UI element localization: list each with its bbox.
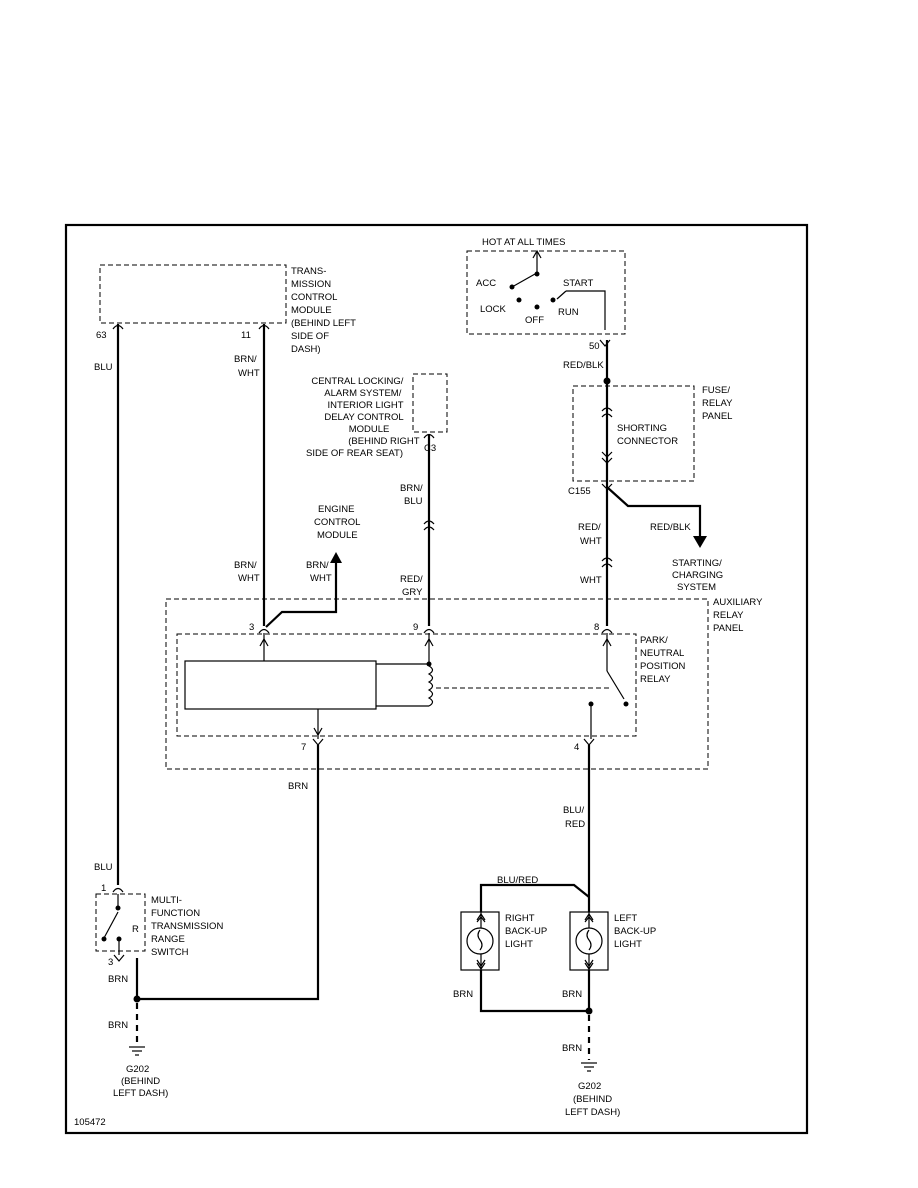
wire-label-brn-wht-3: BRN/ WHT: [306, 560, 332, 584]
mfs-pin-3: 3: [108, 957, 113, 968]
tcm-pin-11: 11: [241, 330, 251, 341]
auxiliary-relay-panel: AUXILIARY RELAY PANEL 3 9 8 7 4 PARK/ NE…: [165, 597, 765, 770]
central-locking-label: CENTRAL LOCKING/ ALARM SYSTEM/ INTERIOR …: [306, 376, 422, 459]
multi-function-switch: 1 R 3 MULTI- FUNCTION TRANSMISSION RANGE…: [95, 883, 226, 968]
central-locking-module: CENTRAL LOCKING/ ALARM SYSTEM/ INTERIOR …: [306, 373, 448, 459]
wire-label-brn-blu: BRN/ BLU: [400, 483, 425, 507]
ignition-off-label: OFF: [525, 315, 544, 326]
mfs-position-r: R: [132, 924, 139, 935]
aux-pin-9: 9: [413, 622, 418, 633]
wire-label-brn-mfs-2: BRN: [108, 1020, 128, 1031]
wire-label-red-wht: RED/ WHT: [578, 522, 603, 547]
wire-label-brn-aux: BRN: [288, 781, 308, 792]
ignition-acc-label: ACC: [476, 278, 496, 289]
transmission-control-module: TRANS- MISSION CONTROL MODULE (BEHIND LE…: [96, 264, 358, 355]
ignition-pin-50: 50: [589, 341, 600, 352]
park-neutral-relay-label: PARK/ NEUTRAL POSITION RELAY: [640, 635, 688, 685]
left-backup-light: LEFT BACK-UP LIGHT: [569, 911, 659, 971]
aux-pin-8: 8: [594, 622, 599, 633]
wire-label-brn-wht-2: BRN/ WHT: [234, 560, 260, 584]
wire-label-brn-ground-r: BRN: [562, 1043, 582, 1054]
right-backup-light-label: RIGHT BACK-UP LIGHT: [505, 913, 550, 950]
relay-control-block: [184, 660, 377, 710]
wire-label-brn-lamp-l: BRN: [562, 989, 582, 1000]
ground-g202-left: G202 (BEHIND LEFT DASH): [113, 1046, 168, 1099]
auxiliary-relay-panel-label: AUXILIARY RELAY PANEL: [713, 597, 765, 634]
diagram-frame: [64, 223, 809, 1135]
fuse-relay-panel: FUSE/ RELAY PANEL SHORTING CONNECTOR C15…: [568, 385, 735, 497]
ground-left-label: G202 (BEHIND LEFT DASH): [113, 1064, 168, 1099]
aux-pin-4: 4: [574, 742, 579, 753]
wire-label-blu-1: BLU: [94, 362, 113, 373]
wire-label-red-blk-2: RED/BLK: [650, 522, 691, 533]
hot-at-all-times-label: HOT AT ALL TIMES: [482, 237, 565, 248]
mfs-pin-1: 1: [101, 883, 106, 894]
diagram-id: 105472: [74, 1117, 106, 1128]
aux-pin-7: 7: [301, 742, 306, 753]
wire-label-red-blk-1: RED/BLK: [563, 360, 604, 371]
wire-label-brn-mfs-1: BRN: [108, 974, 128, 985]
aux-pin-3: 3: [249, 622, 254, 633]
arrow-to-ecm: [330, 552, 342, 563]
left-backup-light-label: LEFT BACK-UP LIGHT: [614, 913, 659, 950]
right-backup-light: RIGHT BACK-UP LIGHT: [460, 911, 550, 971]
ignition-lock-label: LOCK: [480, 304, 507, 315]
relay-coil: [427, 665, 434, 707]
starting-charging-label: STARTING/ CHARGING SYSTEM: [672, 558, 726, 593]
wire-label-brn-lamp-r: BRN: [453, 989, 473, 1000]
ignition-run-label: RUN: [558, 307, 579, 318]
ignition-switch: HOT AT ALL TIMES ACC LOCK OFF START RUN …: [466, 237, 626, 352]
arrow-to-starting-system: [693, 536, 707, 548]
tcm-pin-63: 63: [96, 330, 107, 341]
mfs-label: MULTI- FUNCTION TRANSMISSION RANGE SWITC…: [151, 895, 226, 958]
ground-right-label: G202 (BEHIND LEFT DASH): [565, 1081, 620, 1118]
tcm-label: TRANS- MISSION CONTROL MODULE (BEHIND LE…: [291, 266, 358, 355]
shorting-connector-label: SHORTING CONNECTOR: [617, 423, 678, 447]
wire-label-blu-red-1: BLU/ RED: [563, 805, 587, 830]
wire-label-brn-wht-1: BRN/ WHT: [234, 354, 260, 379]
fuse-relay-panel-label: FUSE/ RELAY PANEL: [702, 385, 735, 422]
wire-label-wht: WHT: [580, 575, 602, 586]
ground-g202-right: G202 (BEHIND LEFT DASH): [565, 1062, 620, 1118]
connector-c155: C155: [568, 486, 591, 497]
ignition-start-label: START: [563, 278, 593, 289]
wire-label-blu-2: BLU: [94, 862, 113, 873]
engine-control-module-label: ENGINE CONTROL MODULE: [314, 504, 363, 541]
wire-label-blu-red-2: BLU/RED: [497, 875, 538, 886]
wire-label-red-gry: RED/ GRY: [400, 574, 425, 598]
